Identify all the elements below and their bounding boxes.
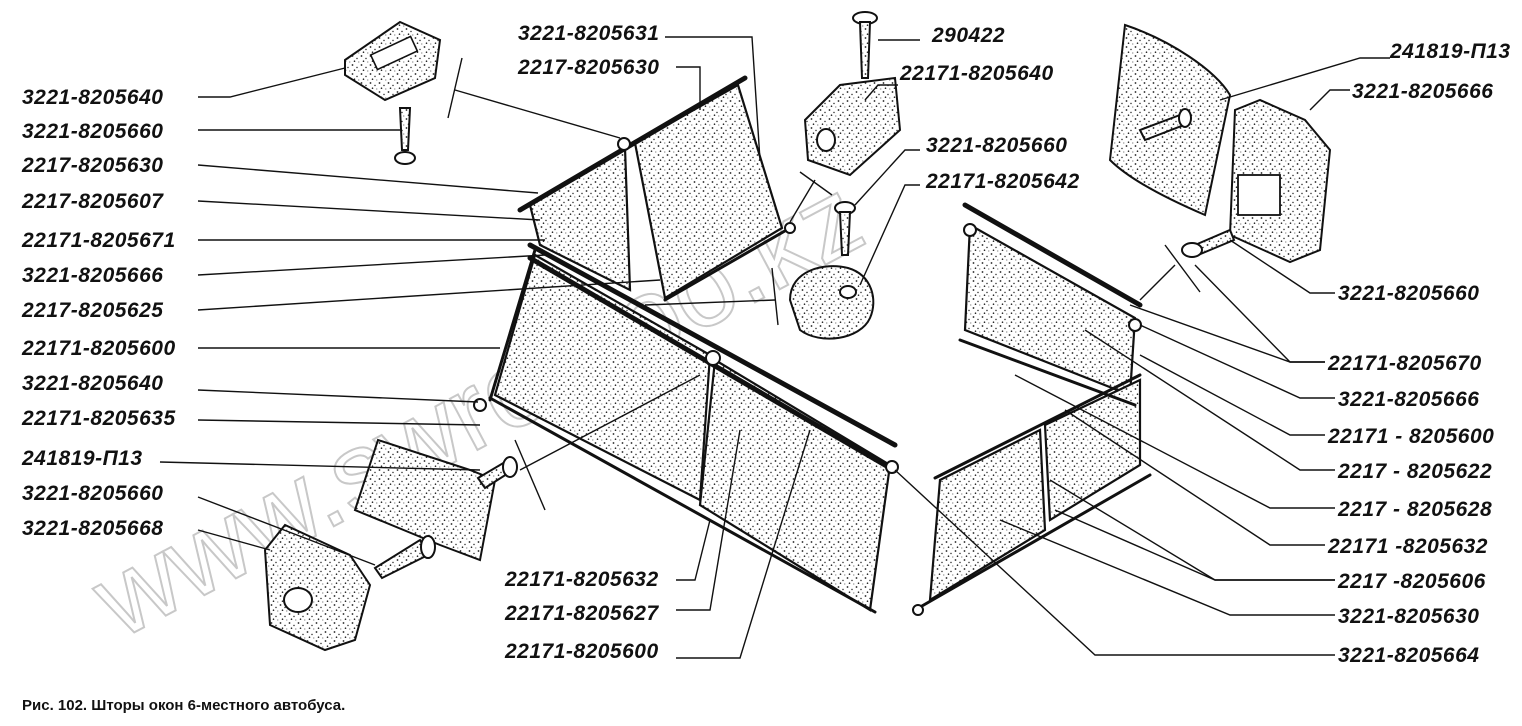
rod-end-right-b <box>1128 318 1142 332</box>
leader-lines <box>159 36 1390 659</box>
rod-joint-upper <box>617 137 631 151</box>
screw-right <box>1181 228 1236 258</box>
label-3221-8205660-c: 3221-8205660 <box>926 134 1067 157</box>
bracket-top-left <box>344 20 442 102</box>
label-2217-8205607: 2217-8205607 <box>21 190 164 213</box>
screw-center <box>834 201 856 256</box>
label-3221-8205666-c: 3221-8205666 <box>1338 388 1479 411</box>
label-3221-8205666-a: 3221-8205666 <box>22 264 163 287</box>
label-241819-p13-a: 241819-П13 <box>21 447 143 470</box>
bracket-top-right <box>1228 98 1332 264</box>
curtain-rod-upper <box>517 75 748 213</box>
curtain-rod-right-mid <box>958 338 1137 407</box>
screw-top-right <box>1138 108 1192 142</box>
screw-bottom-left-b <box>373 535 436 580</box>
curtain-rod-center-top <box>527 242 898 448</box>
label-22171-8205632-b: 22171 -8205632 <box>1327 535 1488 558</box>
label-2217-8205622: 2217 - 8205622 <box>1337 460 1492 483</box>
label-22171-8205600-b: 22171-8205600 <box>504 640 659 663</box>
label-290422: 290422 <box>931 24 1005 47</box>
right-curtain-assembly <box>912 202 1152 616</box>
label-22171-8205642: 22171-8205642 <box>925 170 1080 193</box>
label-22171-8205640: 22171-8205640 <box>899 62 1054 85</box>
curtain-panel-right-lower-a <box>928 428 1047 603</box>
label-22171-8205600-a: 22171-8205600 <box>21 337 176 360</box>
label-3221-8205640-a: 3221-8205640 <box>22 86 163 109</box>
curtain-rod-upper-lower-edge <box>663 226 792 302</box>
screw-top-left <box>394 107 416 165</box>
label-2217-8205625: 2217-8205625 <box>21 299 163 322</box>
label-3221-8205664: 3221-8205664 <box>1338 644 1479 667</box>
label-2217-8205630-b: 2217-8205630 <box>517 56 659 79</box>
rod-end-right-c <box>912 604 924 616</box>
label-3221-8205660-a: 3221-8205660 <box>22 120 163 143</box>
label-3221-8205631: 3221-8205631 <box>518 22 659 45</box>
label-3221-8205660-d: 3221-8205660 <box>1338 282 1479 305</box>
rod-end-upper-right <box>784 222 796 234</box>
upper-left-curtain-assembly <box>517 75 796 302</box>
label-22171-8205632-a: 22171-8205632 <box>504 568 659 591</box>
screw-top-center <box>852 11 878 79</box>
label-3221-8205666-b: 3221-8205666 <box>1352 80 1493 103</box>
label-22171-8205627: 22171-8205627 <box>504 602 659 625</box>
label-241819-p13-b: 241819-П13 <box>1389 40 1511 63</box>
label-22171-8205600-c: 22171 - 8205600 <box>1327 425 1494 448</box>
part-labels: 3221-8205640 3221-8205660 2217-8205630 2… <box>21 22 1511 667</box>
assembly-lines <box>447 57 1201 511</box>
curtain-rod-right-lower-bottom <box>913 473 1152 612</box>
label-3221-8205640-b: 3221-8205640 <box>22 372 163 395</box>
label-2217-8205630-a: 2217-8205630 <box>21 154 163 177</box>
figure-caption: Рис. 102. Шторы окон 6-местного автобуса… <box>22 697 346 714</box>
label-2217-8205628: 2217 - 8205628 <box>1337 498 1492 521</box>
central-curtain-assembly <box>473 242 899 614</box>
curtain-rod-center-bottom <box>488 396 877 614</box>
label-3221-8205668: 3221-8205668 <box>22 517 163 540</box>
label-3221-8205660-b: 3221-8205660 <box>22 482 163 505</box>
label-2217-8205606: 2217 -8205606 <box>1337 570 1486 593</box>
curtain-rod-right-lower-top <box>933 373 1142 480</box>
label-22171-8205671: 22171-8205671 <box>21 229 176 252</box>
bracket-top-center <box>803 76 902 177</box>
curtain-guide-left <box>488 248 537 402</box>
curtain-rod-right-top <box>962 202 1143 308</box>
label-3221-8205630: 3221-8205630 <box>1338 605 1479 628</box>
rod-end-right-a <box>963 223 977 237</box>
rod-end-center-left <box>473 398 487 412</box>
bracket-center-round <box>788 265 875 340</box>
rod-joint-center <box>705 350 721 366</box>
curtain-panel-center-right <box>698 358 892 612</box>
curtain-panel-right-upper <box>963 223 1137 397</box>
label-22171-8205670: 22171-8205670 <box>1327 352 1482 375</box>
label-22171-8205635: 22171-8205635 <box>21 407 176 430</box>
bracket-bottom-left-block <box>263 523 372 652</box>
screw-bottom-left-a <box>476 456 518 490</box>
